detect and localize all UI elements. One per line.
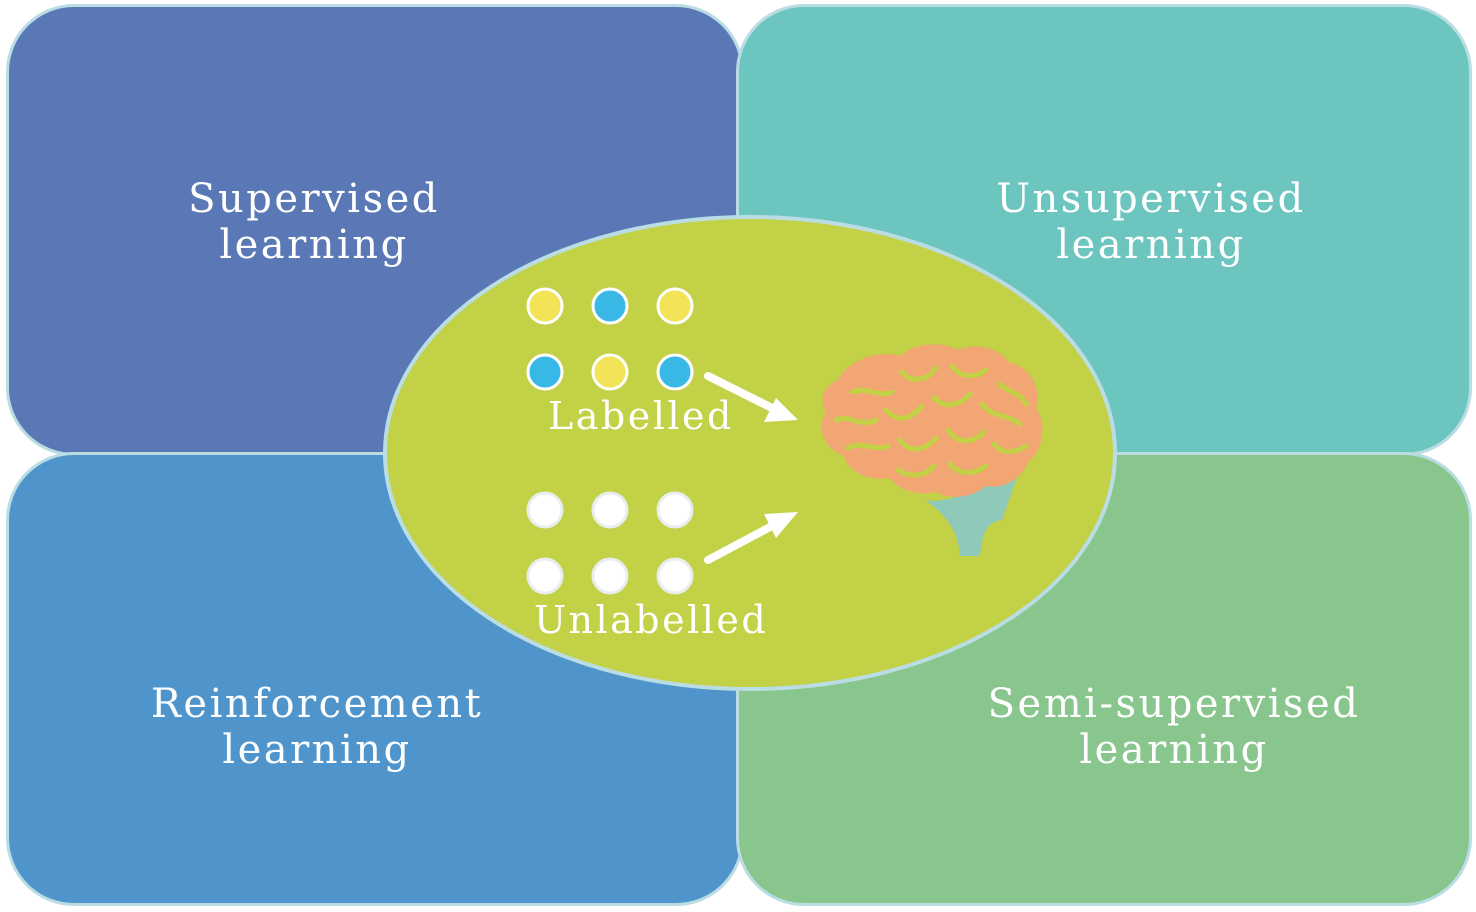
reinforcement-label-line2: learning [222, 727, 412, 773]
unlabelled-dot [656, 557, 694, 595]
reinforcement-label-line1: Reinforcement [150, 681, 484, 727]
unlabelled-dot [591, 557, 629, 595]
unsupervised-label-line2: learning [1056, 222, 1246, 268]
unlabelled-dots [526, 491, 694, 595]
semi-supervised-label-line1: Semi-supervised [987, 681, 1361, 727]
unlabelled-dot [591, 491, 629, 529]
arrow-icon [704, 372, 798, 422]
unsupervised-label-line1: Unsupervised [996, 176, 1306, 222]
labelled-dot [591, 287, 629, 325]
arrow-icon [704, 512, 798, 564]
labelled-dots [526, 287, 694, 391]
semi-supervised-learning-label: Semi-supervised learning [874, 681, 1474, 773]
supervised-learning-label: Supervised learning [14, 176, 614, 268]
unsupervised-learning-label: Unsupervised learning [851, 176, 1451, 268]
semi-supervised-label-line2: learning [1079, 727, 1269, 773]
labelled-dot [656, 353, 694, 391]
supervised-label-line2: learning [219, 222, 409, 268]
unlabelled-dot [656, 491, 694, 529]
supervised-label-line1: Supervised [188, 176, 440, 222]
center-ellipse [383, 215, 1117, 691]
unlabelled-label: Unlabelled [534, 598, 769, 642]
labelled-dot [526, 287, 564, 325]
brain-icon [821, 344, 1043, 556]
reinforcement-learning-label: Reinforcement learning [17, 681, 617, 773]
labelled-dot [591, 353, 629, 391]
labelled-label: Labelled [548, 394, 734, 438]
unlabelled-dot [526, 557, 564, 595]
labelled-dot [526, 353, 564, 391]
labelled-dot [656, 287, 694, 325]
unlabelled-dot [526, 491, 564, 529]
